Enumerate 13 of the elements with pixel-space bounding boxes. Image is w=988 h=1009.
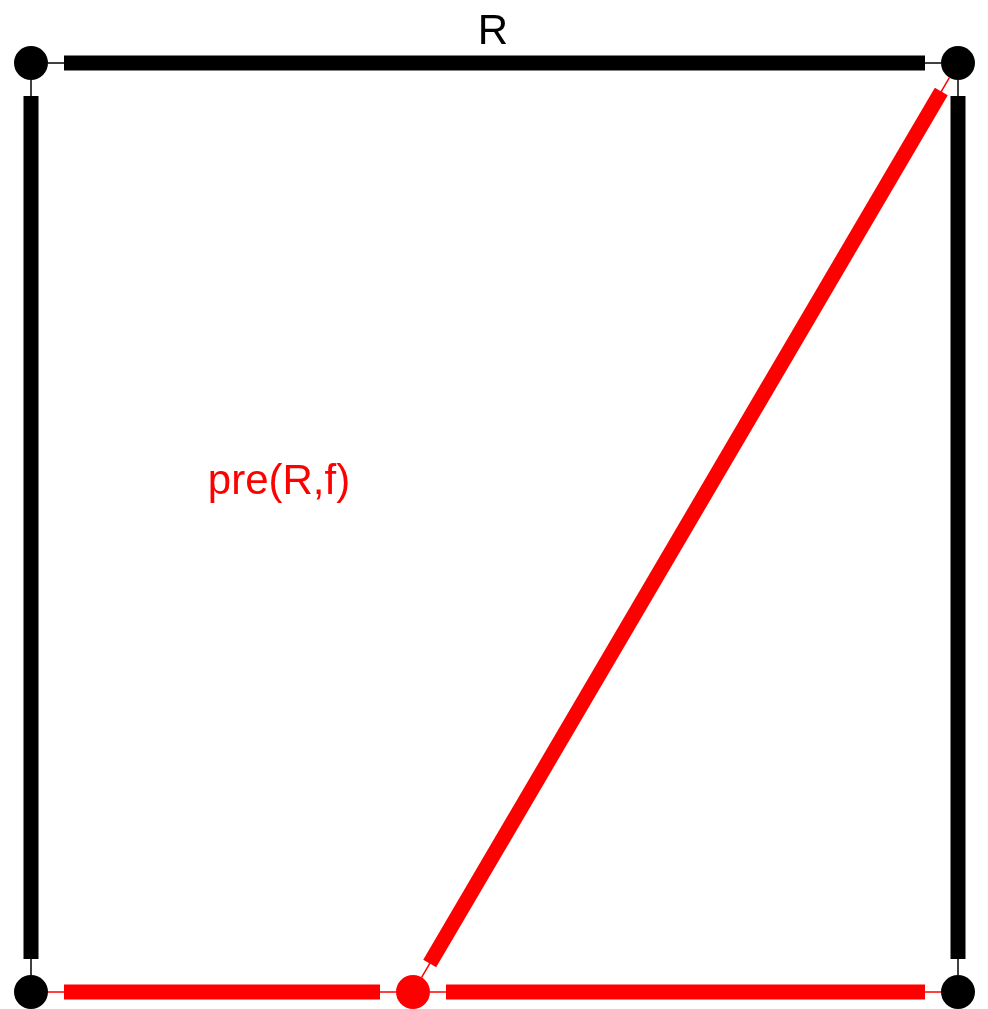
edge-line bbox=[429, 984, 942, 1000]
edge-line bbox=[420, 76, 951, 979]
vertex-dot bbox=[396, 975, 430, 1009]
edge-line bbox=[47, 55, 942, 71]
vertex-dot bbox=[941, 975, 975, 1009]
vertex-dot bbox=[14, 975, 48, 1009]
edge-line bbox=[23, 79, 39, 976]
edge-line bbox=[47, 984, 397, 1000]
edge-label: R bbox=[477, 9, 509, 51]
vertex-dot bbox=[14, 46, 48, 80]
edge-line bbox=[950, 79, 966, 976]
region-label: pre(R,f) bbox=[207, 459, 351, 501]
vertex-dot bbox=[941, 46, 975, 80]
